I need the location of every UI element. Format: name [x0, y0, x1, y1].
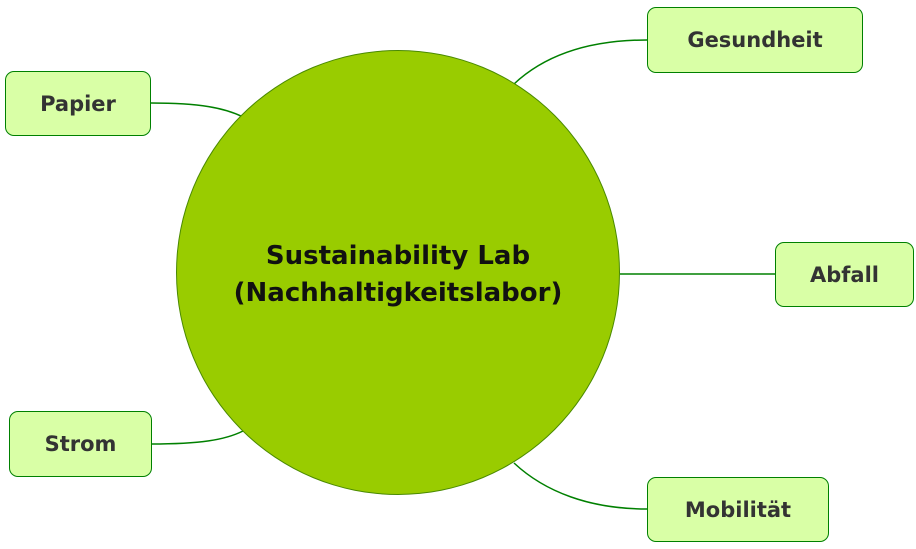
node-mobilitaet[interactable]: Mobilität — [647, 477, 829, 542]
node-label: Strom — [44, 432, 117, 456]
node-gesundheit[interactable]: Gesundheit — [647, 7, 863, 73]
node-strom[interactable]: Strom — [9, 411, 152, 477]
link-gesundheit — [513, 39, 648, 85]
node-papier[interactable]: Papier — [5, 71, 151, 136]
link-papier — [150, 102, 244, 118]
node-label: Mobilität — [684, 497, 792, 522]
node-label: Abfall — [810, 262, 879, 287]
node-label: Gesundheit — [687, 28, 823, 52]
link-strom — [150, 430, 244, 445]
node-label: Papier — [40, 91, 116, 116]
link-mobilitaet — [513, 462, 648, 510]
central-topic[interactable]: Sustainability Lab (Nachhaltigkeitslabor… — [176, 50, 620, 495]
node-abfall[interactable]: Abfall — [775, 242, 914, 307]
central-topic-label: Sustainability Lab (Nachhaltigkeitslabor… — [233, 240, 563, 308]
